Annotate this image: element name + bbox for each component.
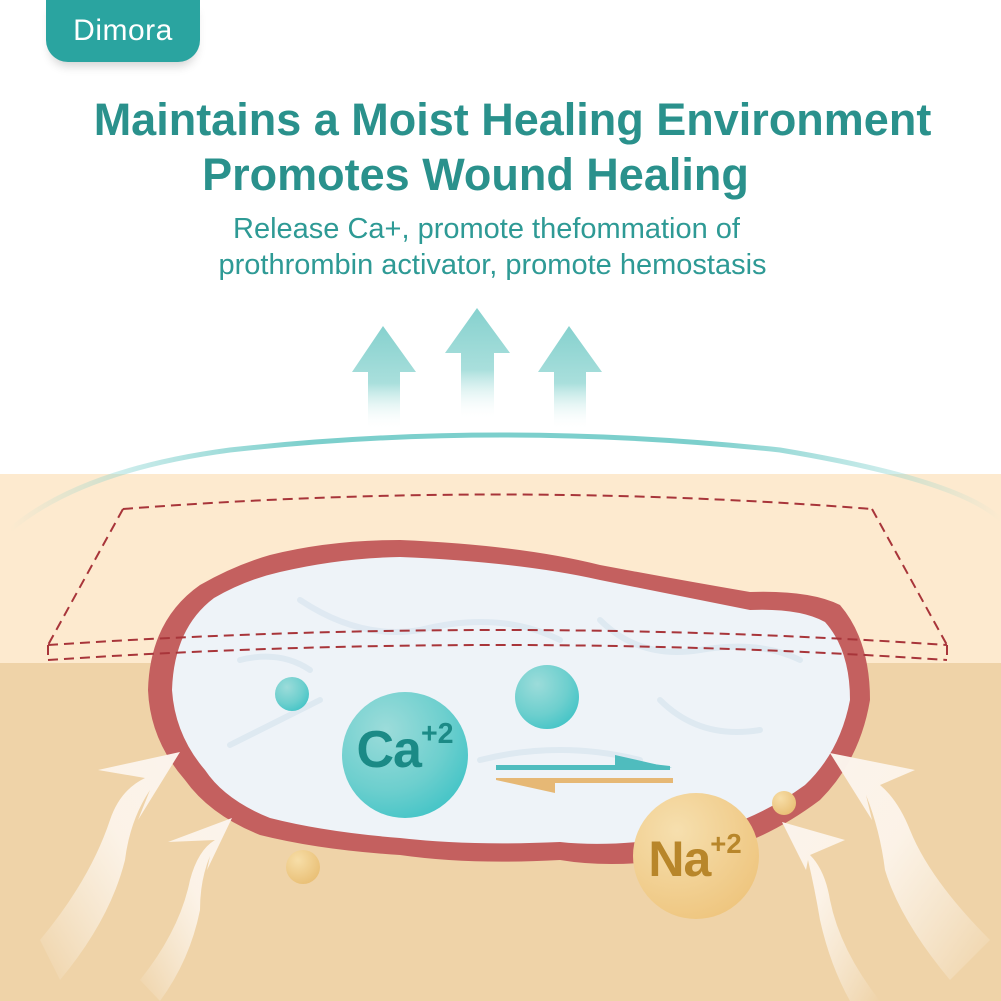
exchange-left-arrow-icon bbox=[496, 778, 673, 793]
inward-arrow-icon bbox=[830, 753, 990, 980]
dressing-outline bbox=[47, 493, 948, 661]
calcium-symbol: Ca bbox=[356, 721, 421, 779]
wound-bed bbox=[172, 557, 850, 844]
upward-arrow-icon bbox=[538, 326, 602, 430]
sodium-charge: +2 bbox=[710, 827, 742, 859]
bead-right bbox=[772, 791, 796, 815]
bead-left bbox=[286, 850, 320, 884]
moisture-arc bbox=[8, 432, 1001, 532]
sodium-symbol: Na bbox=[648, 831, 711, 887]
upward-arrow-icon bbox=[445, 308, 510, 420]
particle-small-teal bbox=[275, 677, 309, 711]
calcium-ion bbox=[342, 692, 468, 818]
headline-line-2: Promotes Wound Healing bbox=[202, 149, 749, 200]
upward-arrow-icon bbox=[352, 326, 416, 430]
exchange-right-arrow-icon bbox=[496, 755, 672, 770]
brand-logo: Dimora bbox=[46, 0, 200, 62]
inward-arrow-icon bbox=[140, 818, 232, 1001]
inward-arrow-icon bbox=[40, 752, 180, 980]
subtitle-line-2: prothrombin activator, promote hemostasi… bbox=[218, 249, 767, 281]
inward-arrow-icon bbox=[782, 822, 880, 1001]
subtitle-line-1: Release Ca+, promote thefommation of bbox=[233, 213, 740, 245]
brand-name: Dimora bbox=[73, 14, 173, 47]
sodium-ion-label: Na+2 bbox=[630, 827, 760, 888]
headline-line-1: Maintains a Moist Healing Environment bbox=[93, 94, 932, 145]
sodium-ion bbox=[633, 793, 759, 919]
calcium-ion-label: Ca+2 bbox=[340, 717, 470, 780]
calcium-charge: +2 bbox=[420, 717, 454, 750]
particle-medium-teal bbox=[515, 665, 579, 729]
